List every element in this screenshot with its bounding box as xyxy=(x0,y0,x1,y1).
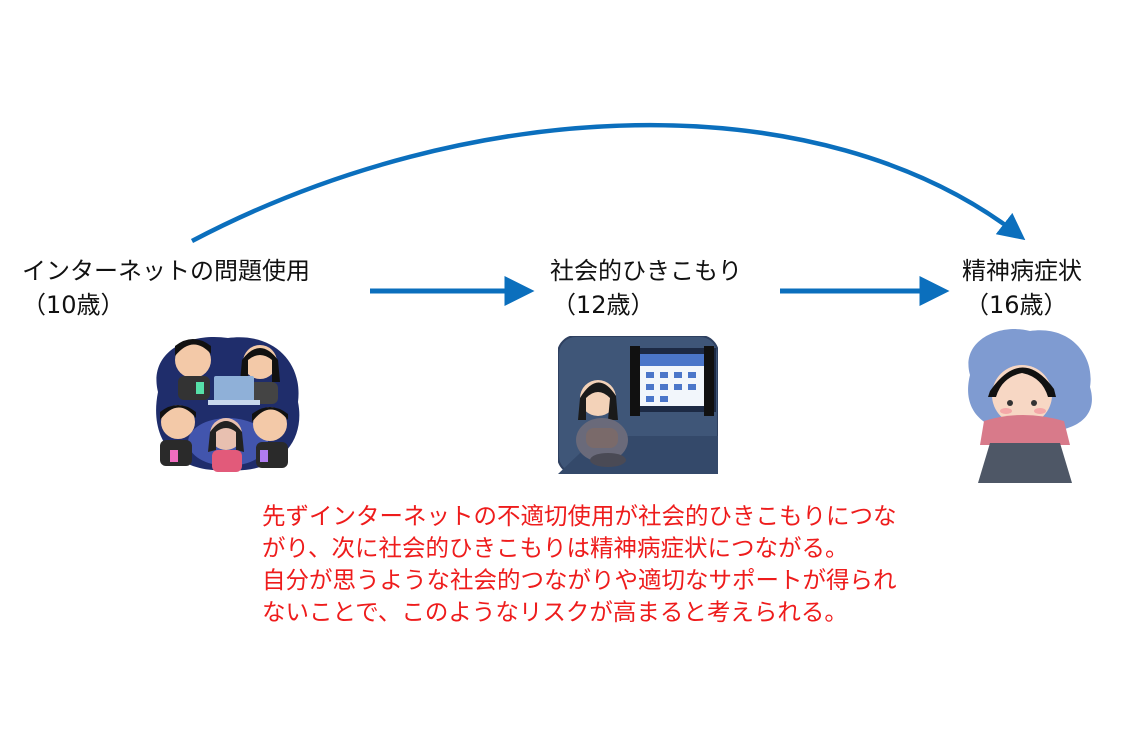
girl-in-dark-room-illustration xyxy=(558,336,718,474)
teens-with-phones-illustration xyxy=(156,336,300,472)
caption-line-2: がり、次に社会的ひきこもりは精神病症状につながる。 xyxy=(262,534,849,562)
node-1-label: インターネットの問題使用 xyxy=(22,257,310,285)
node-3-label: 精神病症状 xyxy=(962,257,1082,285)
caption-line-1: 先ずインターネットの不適切使用が社会的ひきこもりにつな xyxy=(262,502,897,530)
node-2-age: （12歳） xyxy=(552,291,655,319)
caption-line-3: 自分が思うような社会的つながりや適切なサポートが得られ xyxy=(262,566,897,594)
node-2-label: 社会的ひきこもり xyxy=(550,257,742,285)
node-3-age: （16歳） xyxy=(965,291,1068,319)
node-1-age: （10歳） xyxy=(22,291,125,319)
anxious-girl-illustration xyxy=(968,329,1092,483)
curved-arrow xyxy=(190,122,1026,243)
caption: 先ずインターネットの不適切使用が社会的ひきこもりにつな がり、次に社会的ひきこも… xyxy=(262,500,1062,628)
caption-line-4: ないことで、このようなリスクが高まると考えられる。 xyxy=(262,598,848,626)
